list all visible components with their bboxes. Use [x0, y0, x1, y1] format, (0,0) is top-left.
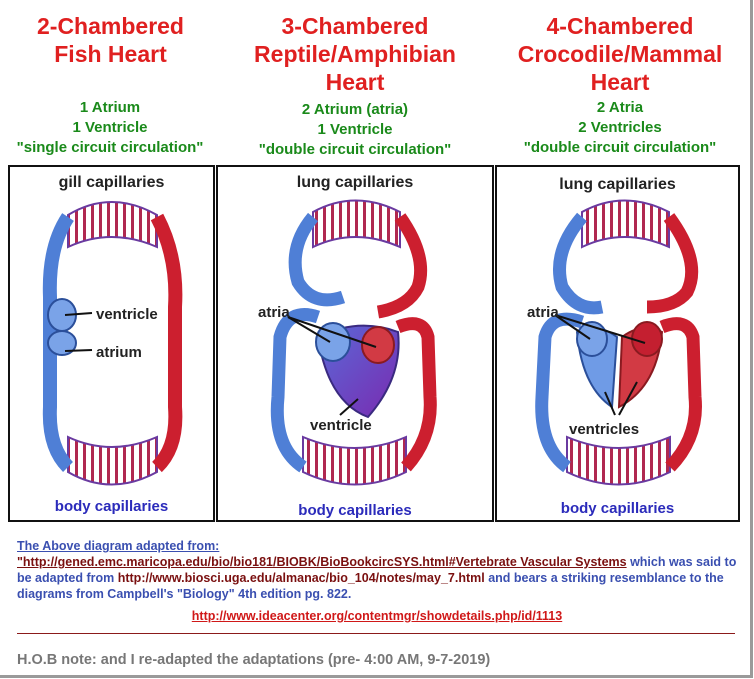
source-url-1[interactable]: "http://gened.emc.maricopa.edu/bio/bio18… — [17, 555, 627, 569]
systemic-vein — [535, 312, 585, 473]
divider — [17, 633, 735, 634]
mammal-heart-panel: lung capillaries atria ventricles body c… — [495, 165, 740, 522]
source-paragraph: "http://gened.emc.maricopa.edu/bio/bio18… — [17, 554, 737, 602]
mammal-circulation-diagram: atria ventricles — [527, 199, 702, 486]
right-atrium — [361, 326, 395, 364]
atrium-pointer — [64, 349, 93, 352]
body-capillaries-label: body capillaries — [298, 502, 412, 519]
hob-note: H.O.B note: and I re-adapted the adaptat… — [17, 652, 491, 668]
reptile-circulation-diagram: atria ventricle — [258, 199, 437, 486]
pulmonary-vein — [376, 213, 428, 319]
left-atrium — [315, 322, 351, 362]
gill-capillary-bed — [67, 201, 158, 249]
ventricle-label: ventricle — [96, 306, 158, 323]
atria-label: atria — [527, 304, 559, 321]
fish-heart-panel: gill capillaries ventricle atrium body c… — [8, 165, 215, 522]
right-atrium — [576, 321, 608, 357]
systemic-vein — [270, 308, 321, 473]
pulmonary-artery — [288, 212, 346, 307]
lung-capillaries-label: lung capillaries — [296, 174, 414, 191]
body-capillaries-label: body capillaries — [560, 500, 675, 517]
left-atrium — [631, 321, 663, 357]
body-capillary-bed — [302, 435, 407, 486]
body-capillary-bed — [566, 435, 671, 486]
reptile-heart-summary: 2 Atrium (atria)1 Ventricle"double circu… — [258, 101, 452, 158]
ventricles-pointer-right — [618, 381, 638, 416]
atrium-chamber — [47, 330, 77, 356]
atrium-label: atrium — [96, 344, 142, 361]
source-url-2[interactable]: http://www.biosci.uga.edu/almanac/bio_10… — [117, 571, 485, 585]
lung-capillary-bed — [581, 199, 670, 249]
atria-pointer-left — [554, 314, 591, 340]
source-url-3[interactable]: http://www.ideacenter.org/contentmgr/sho… — [191, 609, 563, 623]
aorta — [395, 317, 437, 472]
source-heading[interactable]: The Above diagram adapted from: — [17, 539, 220, 553]
atria-pointer-left — [287, 316, 331, 343]
pulmonary-artery — [553, 212, 604, 315]
lung-capillary-bed — [312, 199, 401, 249]
ventricles-label: ventricles — [569, 421, 639, 438]
source-text-2: and bears a striking resemblance to the … — [17, 571, 724, 601]
aorta — [659, 317, 702, 472]
oxygenated-vessel — [150, 213, 183, 473]
ventricle-pointer — [339, 398, 359, 416]
reptile-heart-panel: lung capillaries atria ventricle body ca… — [216, 165, 494, 522]
body-capillaries-label: body capillaries — [54, 498, 169, 515]
pulmonary-vein — [646, 213, 699, 314]
source-text-1: which was said to be adapted from — [17, 555, 737, 585]
lung-capillaries-label: lung capillaries — [559, 176, 676, 193]
gill-capillaries-label: gill capillaries — [58, 174, 165, 191]
ventricles-pointer-left — [604, 391, 616, 416]
fish-circulation-diagram: ventricle atrium — [42, 201, 183, 486]
body-capillary-bed — [67, 435, 158, 486]
atria-pointer-right — [554, 314, 646, 344]
atria-pointer-right — [287, 316, 377, 348]
ventricle-pointer — [64, 312, 93, 316]
ventricle-label: ventricle — [310, 417, 372, 434]
deoxygenated-vessel — [42, 213, 74, 472]
atria-label: atria — [258, 304, 290, 321]
